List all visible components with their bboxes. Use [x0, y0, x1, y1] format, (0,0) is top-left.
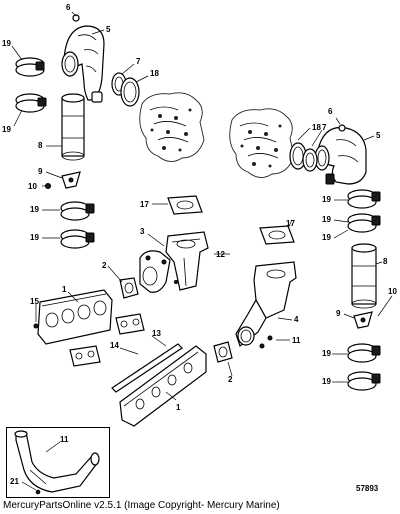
exhaust-hose-left: [61, 93, 85, 161]
callout-16: 15: [30, 297, 39, 306]
callout-9-left: 9: [38, 167, 43, 176]
hose-clamps-left-mid: [60, 201, 95, 249]
callout-9-right: 9: [336, 309, 341, 318]
callout-19-d: 19: [30, 233, 39, 242]
callout-8-right: 8: [383, 257, 388, 266]
callout-17-right: 17: [286, 219, 295, 228]
callout-10-right: 10: [388, 287, 397, 296]
hose-clamps-right-bottom: [347, 343, 381, 391]
exhaust-elbow-left: [61, 14, 105, 103]
callout-1-upper: 1: [62, 285, 67, 294]
hose-clamps-left-top: [15, 57, 47, 113]
leader-lines: [11, 11, 393, 491]
callout-numbers: 6 5 19 7 18 19 8 9 10 19 19 17 3 12 2 1 …: [2, 3, 397, 486]
engine-silhouette-left: [139, 92, 205, 162]
callout-19-f: 19: [322, 215, 331, 224]
callout-2-upper: 2: [102, 261, 107, 270]
gasket-2-lower: [213, 341, 233, 363]
callout-11: 11: [60, 435, 69, 444]
callout-6-left: 6: [66, 3, 71, 12]
exhaust-manifold-lower: [119, 345, 207, 427]
bolt-left-riser: [174, 280, 178, 284]
elbow-3-left: [139, 250, 171, 293]
inset-pipe-11: [14, 430, 100, 493]
flapper-right: [353, 311, 373, 329]
callout-19-i: 19: [322, 377, 331, 386]
flapper-left: [45, 171, 81, 189]
copyright-footer: MercuryPartsOnline v2.5.1 (Image Copyrig…: [3, 500, 280, 511]
callout-5-right: 5: [376, 131, 381, 140]
callout-4: 4: [294, 315, 299, 324]
gasket-2-upper: [119, 277, 139, 299]
callout-21: 21: [10, 477, 19, 486]
gasket-17-right: [259, 225, 295, 245]
callout-18-right: 18: [312, 123, 321, 132]
callout-19-g: 19: [322, 233, 331, 242]
exhaust-elbow-right: [314, 124, 367, 185]
seal-rings-right: [289, 142, 318, 172]
callout-7-left: 7: [136, 57, 141, 66]
callout-19-c: 19: [30, 205, 39, 214]
cap-6-left: [72, 14, 80, 22]
bolt-21: [35, 489, 41, 495]
callout-8-left: 8: [38, 141, 43, 150]
stud-16: [33, 323, 39, 329]
callout-19-a: 19: [2, 39, 11, 48]
exhaust-manifold-upper: [37, 289, 113, 345]
engine-silhouette-right: [229, 108, 295, 178]
exhaust-hose-right: [351, 243, 377, 309]
elbow-13-right: [259, 335, 273, 349]
inset-frame: [6, 427, 110, 498]
callout-6-right: 6: [328, 107, 333, 116]
callout-1-lower: 1: [176, 403, 181, 412]
callout-12: 12: [216, 250, 225, 259]
hose-clamps-right-top: [347, 189, 381, 233]
callout-2-lower: 2: [228, 375, 233, 384]
callout-15: 14: [110, 341, 119, 350]
callout-10-left: 10: [28, 182, 37, 191]
callout-19-e: 19: [322, 195, 331, 204]
riser-4-right: [235, 261, 297, 347]
manifold-gaskets: [69, 313, 145, 367]
callout-18-left: 18: [150, 69, 159, 78]
callout-13: 11: [292, 336, 301, 345]
callout-19-h: 19: [322, 349, 331, 358]
callout-7-right: 7: [322, 123, 327, 132]
callout-5-left: 5: [106, 25, 111, 34]
seal-rings-left: [111, 72, 140, 107]
riser-12-left: [165, 231, 209, 291]
figure-number: 57893: [356, 484, 379, 493]
callout-14: 13: [152, 329, 161, 338]
callout-17-left: 17: [140, 200, 149, 209]
gasket-14: [111, 343, 183, 393]
callout-3: 3: [140, 227, 145, 236]
gasket-17-left: [167, 195, 203, 215]
callout-19-b: 19: [2, 125, 11, 134]
